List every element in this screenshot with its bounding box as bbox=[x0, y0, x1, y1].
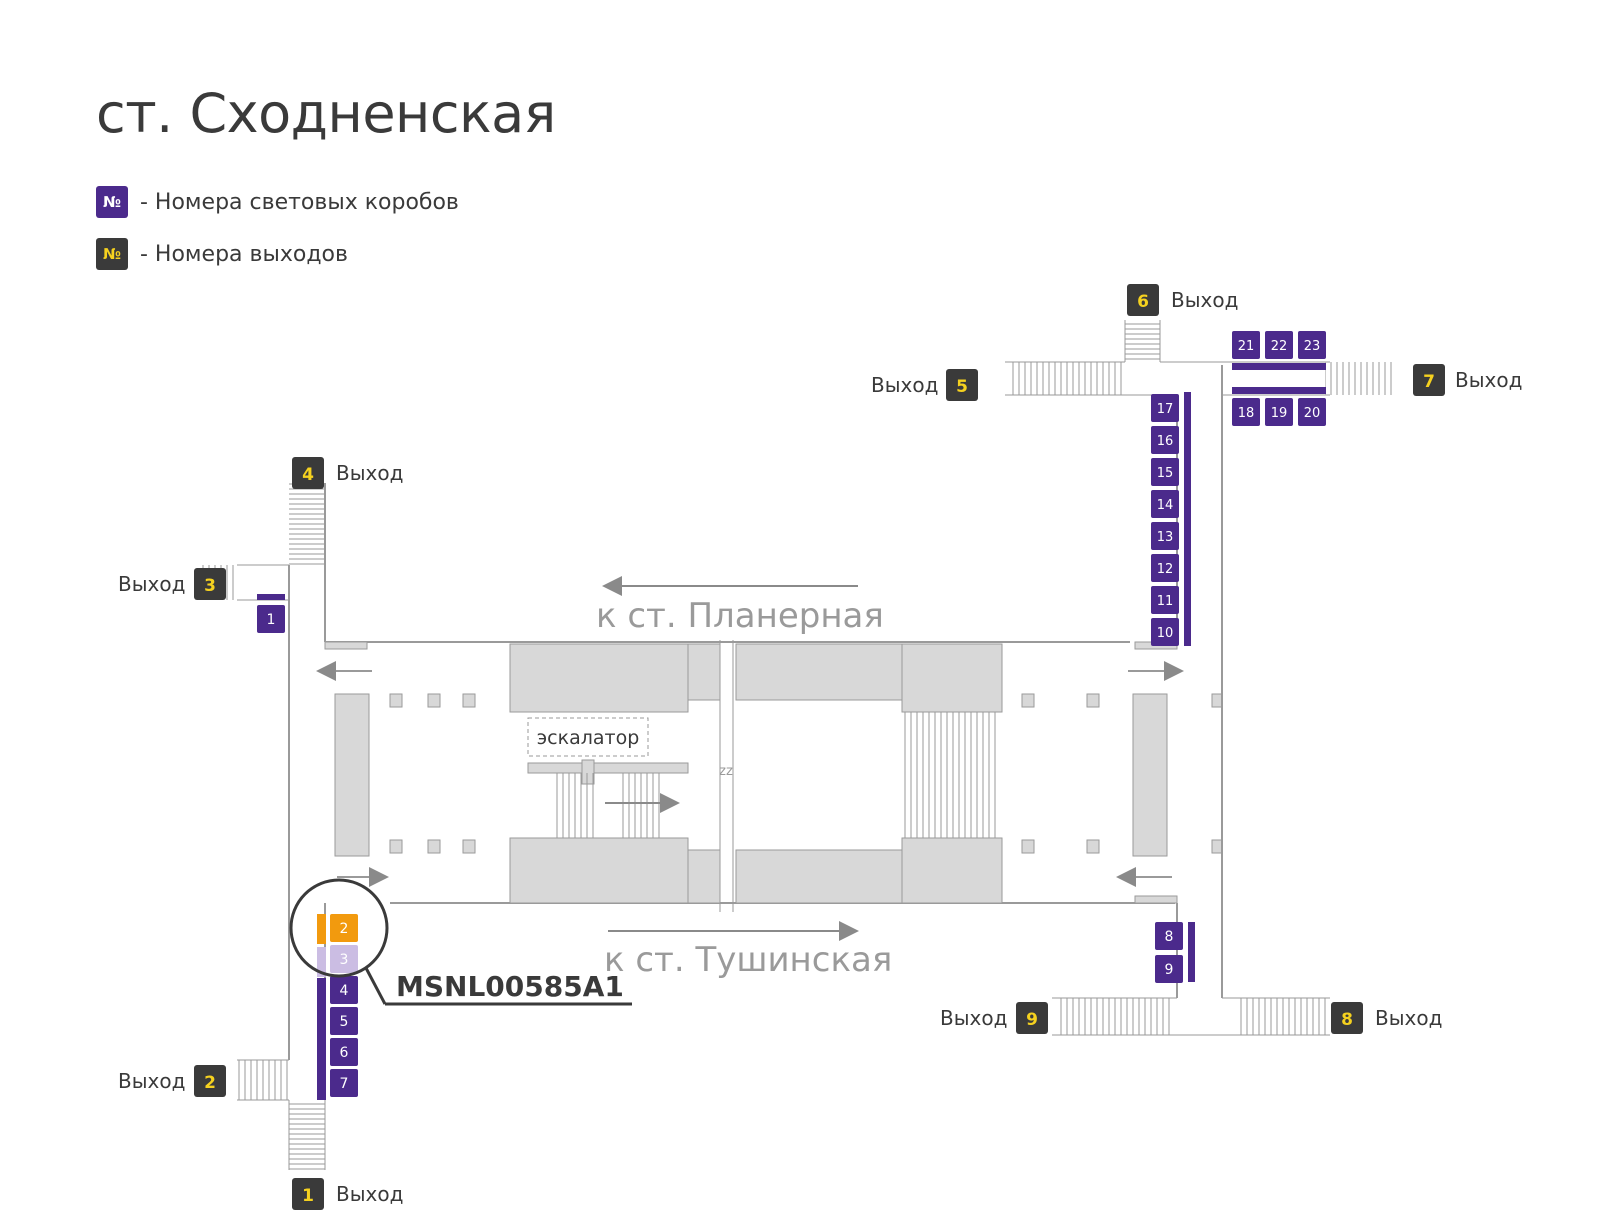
gap-label: zz bbox=[719, 764, 733, 779]
lightbox-15[interactable]: 15 bbox=[1151, 458, 1179, 486]
lightbox-number: 1 bbox=[267, 612, 276, 628]
exit-badge bbox=[292, 457, 324, 489]
exit-label: Выход bbox=[1375, 1006, 1442, 1030]
lightbox-21[interactable]: 21 bbox=[1232, 331, 1260, 359]
lightbox-2[interactable]: 2 bbox=[330, 914, 358, 942]
lightbox-5[interactable]: 5 bbox=[330, 1007, 358, 1035]
lightbox-22[interactable]: 22 bbox=[1265, 331, 1293, 359]
lightbox-23[interactable]: 23 bbox=[1298, 331, 1326, 359]
lightbox-6[interactable]: 6 bbox=[330, 1038, 358, 1066]
exit-label: Выход bbox=[1455, 368, 1522, 392]
lightbox-number: 8 bbox=[1165, 929, 1174, 945]
lightbox-10[interactable]: 10 bbox=[1151, 618, 1179, 646]
exit-badge bbox=[1127, 284, 1159, 316]
legend-lightbox-text: - Номера световых коробов bbox=[140, 189, 459, 215]
station-title: ст. Сходненская bbox=[96, 82, 556, 145]
legend-exit-text: - Номера выходов bbox=[140, 241, 348, 267]
lightbox-number: 12 bbox=[1157, 562, 1174, 577]
lightbox-18[interactable]: 18 bbox=[1232, 398, 1260, 426]
exit-4: 4 Выход bbox=[292, 457, 403, 489]
lightbox-number: 18 bbox=[1238, 406, 1255, 421]
exit-8: 8 Выход bbox=[1331, 1002, 1442, 1034]
lightbox-14[interactable]: 14 bbox=[1151, 490, 1179, 518]
lightbox-number: 14 bbox=[1157, 498, 1174, 513]
lightbox-number: 3 bbox=[340, 952, 349, 968]
lightbox-number: 15 bbox=[1157, 466, 1174, 481]
lightbox-12[interactable]: 12 bbox=[1151, 554, 1179, 582]
lightbox-3[interactable]: 3 bbox=[330, 945, 358, 973]
lightbox-16[interactable]: 16 bbox=[1151, 426, 1179, 454]
right-corridor bbox=[1005, 320, 1395, 1036]
lightbox-20[interactable]: 20 bbox=[1298, 398, 1326, 426]
exit-label: Выход bbox=[871, 373, 938, 397]
lightbox-number: 11 bbox=[1157, 594, 1174, 609]
exit-badge bbox=[1331, 1002, 1363, 1034]
legend-lightboxes: № - Номера световых коробов bbox=[96, 186, 459, 218]
lightbox-7[interactable]: 7 bbox=[330, 1069, 358, 1097]
exit-label: Выход bbox=[1171, 288, 1238, 312]
lightbox-number: 9 bbox=[1165, 962, 1174, 978]
exit-badge bbox=[1016, 1002, 1048, 1034]
exit-6: 6 Выход bbox=[1127, 284, 1238, 316]
legend-exit-swatch: № bbox=[96, 238, 128, 270]
exit-number: 3 bbox=[204, 576, 216, 596]
lightbox-9[interactable]: 9 bbox=[1155, 955, 1183, 983]
exit-badge bbox=[1413, 364, 1445, 396]
lightbox-number: 5 bbox=[340, 1014, 349, 1030]
exit-badge bbox=[194, 568, 226, 600]
exit-5: 5 Выход bbox=[871, 369, 978, 401]
lightbox-17[interactable]: 17 bbox=[1151, 394, 1179, 422]
lightbox-number: 7 bbox=[340, 1076, 349, 1092]
exit-badge bbox=[946, 369, 978, 401]
exit-number: 9 bbox=[1026, 1010, 1038, 1030]
lightbox-8[interactable]: 8 bbox=[1155, 922, 1183, 950]
exit-1: 1 Выход bbox=[292, 1178, 403, 1210]
exit-number: 7 bbox=[1423, 372, 1435, 392]
exit-label: Выход bbox=[118, 572, 185, 596]
lightbox-4[interactable]: 4 bbox=[330, 976, 358, 1004]
lightbox-number: 2 bbox=[340, 921, 349, 937]
lightbox-number: 19 bbox=[1271, 406, 1288, 421]
lightbox-11[interactable]: 11 bbox=[1151, 586, 1179, 614]
lightbox-number: 6 bbox=[340, 1045, 349, 1061]
exit-label: Выход bbox=[118, 1069, 185, 1093]
platform-hall: zz эскалатор bbox=[316, 640, 1223, 912]
exit-label: Выход bbox=[336, 1182, 403, 1206]
exit-number: 5 bbox=[956, 377, 968, 397]
escalator-label: эскалатор bbox=[537, 727, 640, 749]
exit-7: 7 Выход bbox=[1413, 364, 1522, 396]
lightbox-13[interactable]: 13 bbox=[1151, 522, 1179, 550]
lightbox-number: 17 bbox=[1157, 402, 1174, 417]
exit-2: 2 Выход bbox=[118, 1065, 226, 1097]
exit-badge bbox=[292, 1178, 324, 1210]
lightbox-number: 10 bbox=[1157, 626, 1174, 641]
lightboxes: 1 2 3 4 5 6 7 bbox=[257, 331, 1326, 1100]
callout-code: MSNL00585A1 bbox=[396, 970, 624, 1003]
direction-bottom: к ст. Тушинская bbox=[604, 940, 892, 980]
selected-callout: MSNL00585A1 bbox=[289, 878, 632, 1006]
exit-number: 2 bbox=[204, 1073, 216, 1093]
legend-exits: № - Номера выходов bbox=[96, 238, 348, 270]
lightbox-number: 13 bbox=[1157, 530, 1174, 545]
direction-top: к ст. Планерная bbox=[596, 596, 884, 636]
lightbox-number: 20 bbox=[1304, 406, 1321, 421]
exit-label: Выход bbox=[336, 461, 403, 485]
exit-number: 4 bbox=[302, 465, 314, 485]
exit-3: 3 Выход bbox=[118, 568, 226, 600]
lightbox-number: 23 bbox=[1304, 339, 1321, 354]
lightbox-number: 22 bbox=[1271, 339, 1288, 354]
lightbox-number: 4 bbox=[340, 983, 349, 999]
exit-number: 1 bbox=[302, 1186, 314, 1206]
exit-number: 6 bbox=[1137, 292, 1149, 312]
exit-badge bbox=[194, 1065, 226, 1097]
exit-number: 8 bbox=[1341, 1010, 1353, 1030]
exit-9: 9 Выход bbox=[940, 1002, 1048, 1034]
legend-lightbox-swatch: № bbox=[96, 186, 128, 218]
lightbox-19[interactable]: 19 bbox=[1265, 398, 1293, 426]
lightbox-number: 21 bbox=[1238, 339, 1255, 354]
exit-label: Выход bbox=[940, 1006, 1007, 1030]
lightbox-1[interactable]: 1 bbox=[257, 605, 285, 633]
lightbox-number: 16 bbox=[1157, 434, 1174, 449]
